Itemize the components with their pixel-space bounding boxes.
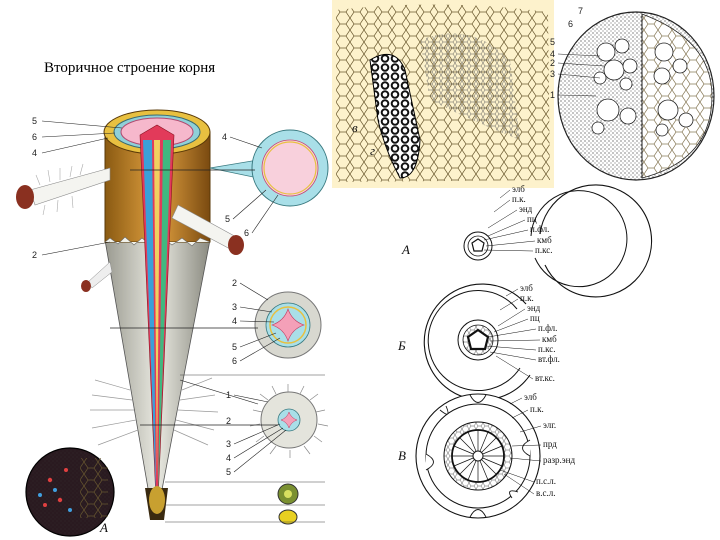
svg-text:кмб: кмб	[537, 235, 552, 245]
label: 5	[226, 467, 231, 477]
micrograph-letter: г	[370, 143, 375, 158]
svg-text:п.к.: п.к.	[512, 194, 526, 204]
cross-section-middle: 2 3 4 5 6	[110, 278, 322, 366]
svg-text:п.кс.: п.кс.	[535, 245, 552, 255]
label: 4	[32, 148, 37, 158]
svg-text:пц: пц	[530, 313, 540, 323]
label: 5	[32, 116, 37, 126]
diagram-b: Б элб п.к. энд пц п.фл. кмб п.кс. вт.фл.…	[397, 283, 560, 401]
root-3d-figure	[16, 109, 244, 520]
svg-text:п.с.л.: п.с.л.	[536, 476, 556, 486]
svg-text:элб: элб	[524, 392, 537, 402]
svg-text:кмб: кмб	[542, 334, 557, 344]
left-figure-letter: A	[99, 520, 108, 535]
svg-text:элб: элб	[520, 283, 533, 293]
label: 6	[232, 356, 237, 366]
svg-text:пц: пц	[527, 214, 537, 224]
svg-text:в.с.л.: в.с.л.	[536, 488, 556, 498]
svg-text:вт.кс.: вт.кс.	[535, 373, 555, 383]
label: 3	[232, 302, 237, 312]
label: 3	[550, 69, 555, 79]
top-right-section: 7 6 5 4 2 3 1	[550, 6, 715, 181]
label: 3	[226, 439, 231, 449]
cross-section-bubble-1: 4 5 6	[130, 129, 329, 238]
label: 6	[32, 132, 37, 142]
label: 6	[568, 19, 573, 29]
diagram-letter: В	[398, 448, 406, 463]
section2-labels: 2 3 4 5 6	[232, 278, 281, 366]
label: 4	[550, 49, 555, 59]
label: 5	[225, 214, 230, 224]
label: 5	[232, 342, 237, 352]
svg-text:энд: энд	[519, 204, 533, 214]
svg-text:элб: элб	[512, 184, 525, 194]
svg-text:энд: энд	[527, 303, 541, 313]
diagram-b-labels: элб п.к. энд пц п.фл. кмб п.кс. вт.фл. в…	[520, 283, 560, 383]
svg-text:п.фл.: п.фл.	[538, 323, 557, 333]
label: 4	[232, 316, 237, 326]
label: 4	[222, 132, 227, 142]
label: 1	[550, 90, 555, 100]
micrograph-panel: в г	[332, 0, 554, 188]
svg-text:п.к.: п.к.	[530, 404, 544, 414]
cell-inset-circle	[25, 447, 115, 537]
diagram-letter: Б	[397, 338, 406, 353]
diagram-a-labels: элб п.к. энд пц п.фл. кмб п.кс.	[512, 184, 552, 255]
svg-text:вт.фл.: вт.фл.	[538, 354, 560, 364]
svg-text:п.к.: п.к.	[520, 293, 534, 303]
svg-text:разр.энд: разр.энд	[543, 455, 575, 465]
label: 4	[226, 453, 231, 463]
svg-text:элг.: элг.	[543, 420, 556, 430]
cross-section-lower: 1 2 3 4 5	[140, 374, 329, 477]
left-top-labels: 5 6 4 2	[32, 116, 123, 260]
diagram-c: В элб п.к. элг. прд разр.энд п.с.л. в.с.…	[398, 392, 575, 519]
micrograph-letter: в	[352, 120, 358, 135]
svg-text:прд: прд	[543, 439, 557, 449]
svg-text:п.кс.: п.кс.	[538, 344, 555, 354]
label: 2	[226, 416, 231, 426]
diagram-a: А элб п.к. энд пц п.фл. кмб п.кс.	[401, 184, 653, 298]
page-title: Вторичное строение корня	[44, 60, 216, 76]
diagram-c-labels: элб п.к. элг. прд разр.энд п.с.л. в.с.л.	[524, 392, 575, 498]
label: 2	[232, 278, 237, 288]
label: 6	[244, 228, 249, 238]
label: 7	[578, 6, 583, 16]
root-tip-sections	[165, 481, 325, 525]
label: 2	[550, 58, 555, 68]
label: 5	[550, 37, 555, 47]
top-right-labels: 7 6 5 4 2 3 1	[550, 6, 605, 100]
svg-text:п.фл.: п.фл.	[530, 224, 549, 234]
label: 2	[32, 250, 37, 260]
diagram-letter: А	[401, 242, 410, 257]
